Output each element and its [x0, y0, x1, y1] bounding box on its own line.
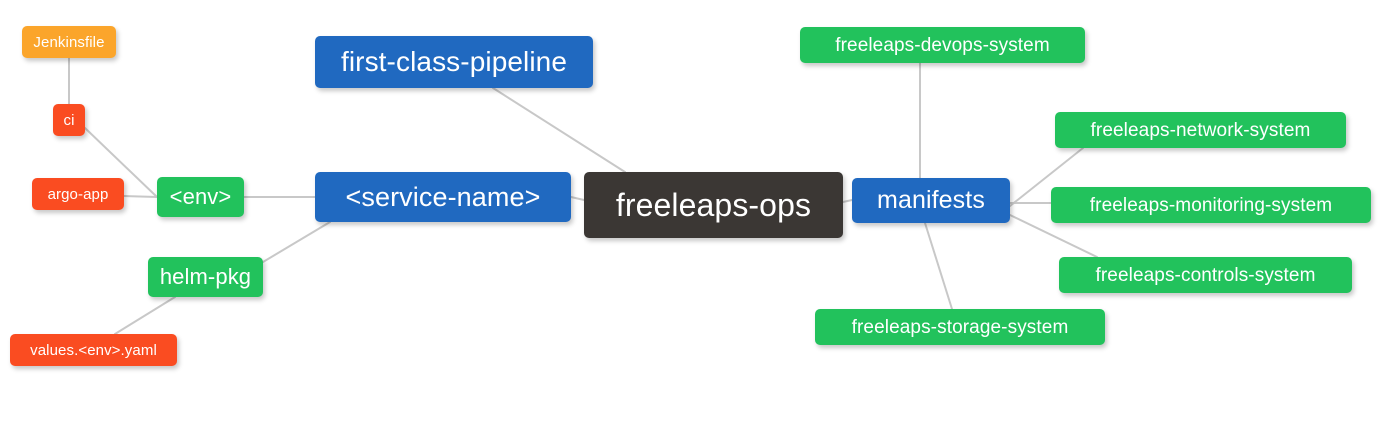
node-service-name[interactable]: <service-name>	[315, 172, 571, 222]
node-label: first-class-pipeline	[340, 46, 568, 77]
node-freeleaps-monitoring-system[interactable]: freeleaps-monitoring-system	[1051, 187, 1371, 223]
node-helm-pkg[interactable]: helm-pkg	[148, 257, 263, 297]
node-label: helm-pkg	[159, 264, 252, 289]
node-label: values.<env>.yaml	[30, 341, 157, 359]
edge-freeleaps-ops-to-manifests	[842, 199, 853, 203]
node-env[interactable]: <env>	[157, 177, 244, 217]
node-label: freeleaps-ops	[615, 187, 812, 223]
node-freeleaps-ops[interactable]: freeleaps-ops	[584, 172, 843, 238]
node-first-class-pipeline[interactable]: first-class-pipeline	[315, 36, 593, 88]
node-ci[interactable]: ci	[53, 104, 85, 136]
node-label: manifests	[877, 186, 985, 214]
node-label: freeleaps-storage-system	[851, 316, 1069, 338]
edge-argo-app-to-env	[123, 195, 158, 198]
node-manifests[interactable]: manifests	[852, 178, 1010, 223]
node-label: argo-app	[47, 185, 109, 203]
node-label: <service-name>	[345, 181, 541, 212]
node-freeleaps-devops-system[interactable]: freeleaps-devops-system	[800, 27, 1085, 63]
edge-first-class-pipeline-to-freeleaps-ops	[492, 87, 626, 173]
node-label: <env>	[169, 184, 232, 209]
edge-service-name-to-helm-pkg	[262, 221, 331, 263]
node-label: ci	[63, 111, 75, 129]
edge-service-name-to-freeleaps-ops	[570, 196, 585, 201]
edge-helm-pkg-to-values-yaml	[114, 296, 176, 335]
node-argo-app[interactable]: argo-app	[32, 178, 124, 210]
node-label: freeleaps-controls-system	[1095, 264, 1316, 286]
node-label: freeleaps-network-system	[1090, 119, 1311, 141]
node-freeleaps-controls-system[interactable]: freeleaps-controls-system	[1059, 257, 1352, 293]
edge-manifests-to-freeleaps-storage-system	[924, 222, 953, 310]
node-jenkinsfile[interactable]: Jenkinsfile	[22, 26, 116, 58]
node-label: Jenkinsfile	[33, 33, 105, 51]
node-label: freeleaps-monitoring-system	[1089, 194, 1333, 216]
node-values-yaml[interactable]: values.<env>.yaml	[10, 334, 177, 366]
node-freeleaps-network-system[interactable]: freeleaps-network-system	[1055, 112, 1346, 148]
node-freeleaps-storage-system[interactable]: freeleaps-storage-system	[815, 309, 1105, 345]
node-label: freeleaps-devops-system	[835, 34, 1050, 56]
